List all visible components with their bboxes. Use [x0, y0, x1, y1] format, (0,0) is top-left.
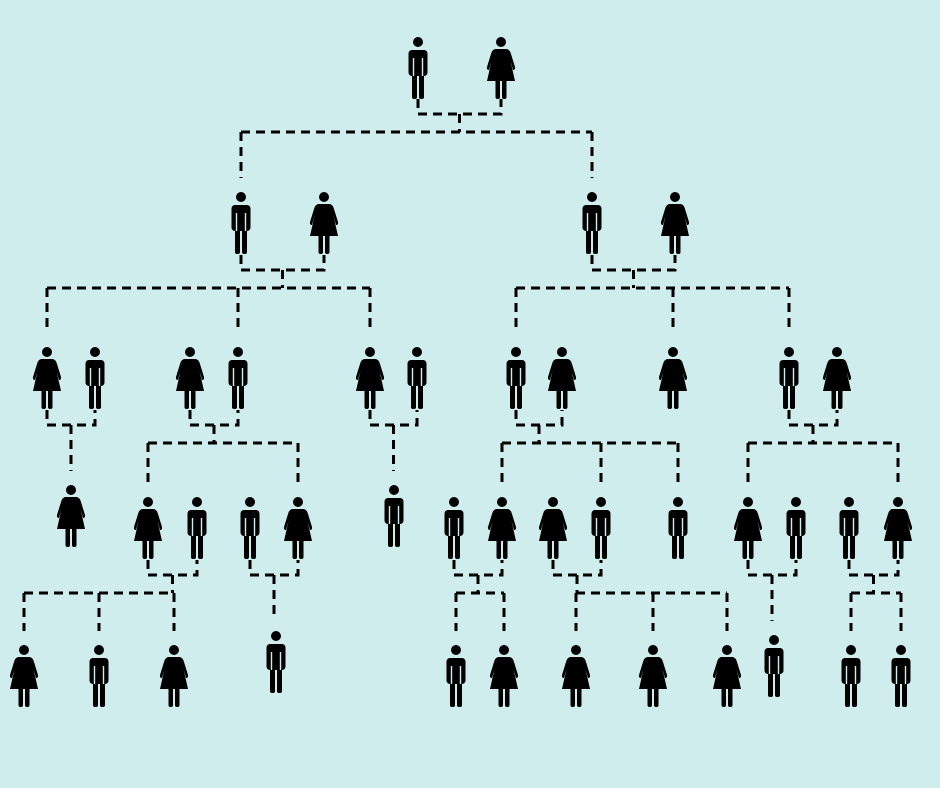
male-person-icon: [506, 347, 526, 409]
male-person-icon: [408, 37, 428, 99]
male-person-icon: [582, 192, 602, 254]
female-person-icon: [133, 497, 163, 559]
female-person-icon: [309, 192, 339, 254]
male-person-icon: [240, 497, 260, 559]
female-person-icon: [547, 347, 577, 409]
connector-lines: [22, 99, 903, 631]
female-person-icon: [9, 645, 39, 707]
female-person-icon: [822, 347, 852, 409]
female-person-icon: [658, 347, 688, 409]
female-person-icon: [159, 645, 189, 707]
female-person-icon: [175, 347, 205, 409]
male-person-icon: [841, 645, 861, 707]
female-person-icon: [32, 347, 62, 409]
male-person-icon: [228, 347, 248, 409]
female-person-icon: [486, 37, 516, 99]
female-person-icon: [487, 497, 517, 559]
male-person-icon: [446, 645, 466, 707]
dashed-connector: [416, 99, 503, 116]
female-person-icon: [283, 497, 313, 559]
female-person-icon: [56, 485, 86, 547]
dashed-connector: [847, 560, 900, 577]
female-person-icon: [638, 645, 668, 707]
male-person-icon: [266, 631, 286, 693]
female-person-icon: [489, 645, 519, 707]
male-person-icon: [668, 497, 688, 559]
male-person-icon: [839, 497, 859, 559]
male-person-icon: [231, 192, 251, 254]
female-person-icon: [883, 497, 913, 559]
male-person-icon: [407, 347, 427, 409]
male-person-icon: [764, 635, 784, 697]
dashed-connector: [239, 255, 326, 272]
male-person-icon: [89, 645, 109, 707]
male-person-icon: [384, 485, 404, 547]
male-person-icon: [591, 497, 611, 559]
people-layer: [9, 37, 913, 707]
male-person-icon: [444, 497, 464, 559]
female-person-icon: [660, 192, 690, 254]
male-person-icon: [891, 645, 911, 707]
dashed-connector: [146, 560, 199, 577]
female-person-icon: [733, 497, 763, 559]
female-person-icon: [538, 497, 568, 559]
female-person-icon: [561, 645, 591, 707]
male-person-icon: [85, 347, 105, 409]
male-person-icon: [187, 497, 207, 559]
male-person-icon: [786, 497, 806, 559]
female-person-icon: [712, 645, 742, 707]
dashed-connector: [590, 255, 677, 272]
male-person-icon: [779, 347, 799, 409]
female-person-icon: [355, 347, 385, 409]
